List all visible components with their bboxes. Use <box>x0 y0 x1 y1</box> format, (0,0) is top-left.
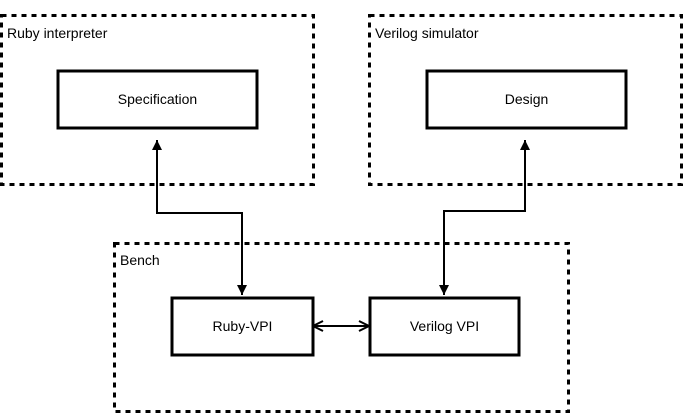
node-verilog-vpi-box <box>368 296 521 357</box>
node-ruby-vpi: Ruby-VPI <box>170 296 315 357</box>
group-ruby-interpreter-label: Ruby interpreter <box>7 25 108 41</box>
group-verilog-simulator-label: Verilog simulator <box>375 25 479 41</box>
node-specification-box <box>56 69 259 130</box>
group-bench-label: Bench <box>120 252 160 268</box>
node-ruby-vpi-box <box>170 296 315 357</box>
node-design-label: Design <box>505 91 549 107</box>
group-bench-border <box>113 242 570 413</box>
node-design: Design <box>425 69 628 130</box>
node-verilog-vpi: Verilog VPI <box>368 296 521 357</box>
group-ruby-interpreter: Ruby interpreter <box>0 14 315 186</box>
node-specification-label: Specification <box>118 91 197 107</box>
node-verilog-vpi-label: Verilog VPI <box>410 318 479 334</box>
group-verilog-simulator: Verilog simulator <box>368 14 683 186</box>
connector-design-verilog-vpi <box>439 140 530 295</box>
node-specification: Specification <box>56 69 259 130</box>
node-ruby-vpi-label: Ruby-VPI <box>213 318 273 334</box>
group-bench: Bench <box>113 242 570 413</box>
connector-specification-ruby-vpi <box>152 140 247 295</box>
node-design-box <box>425 69 628 130</box>
